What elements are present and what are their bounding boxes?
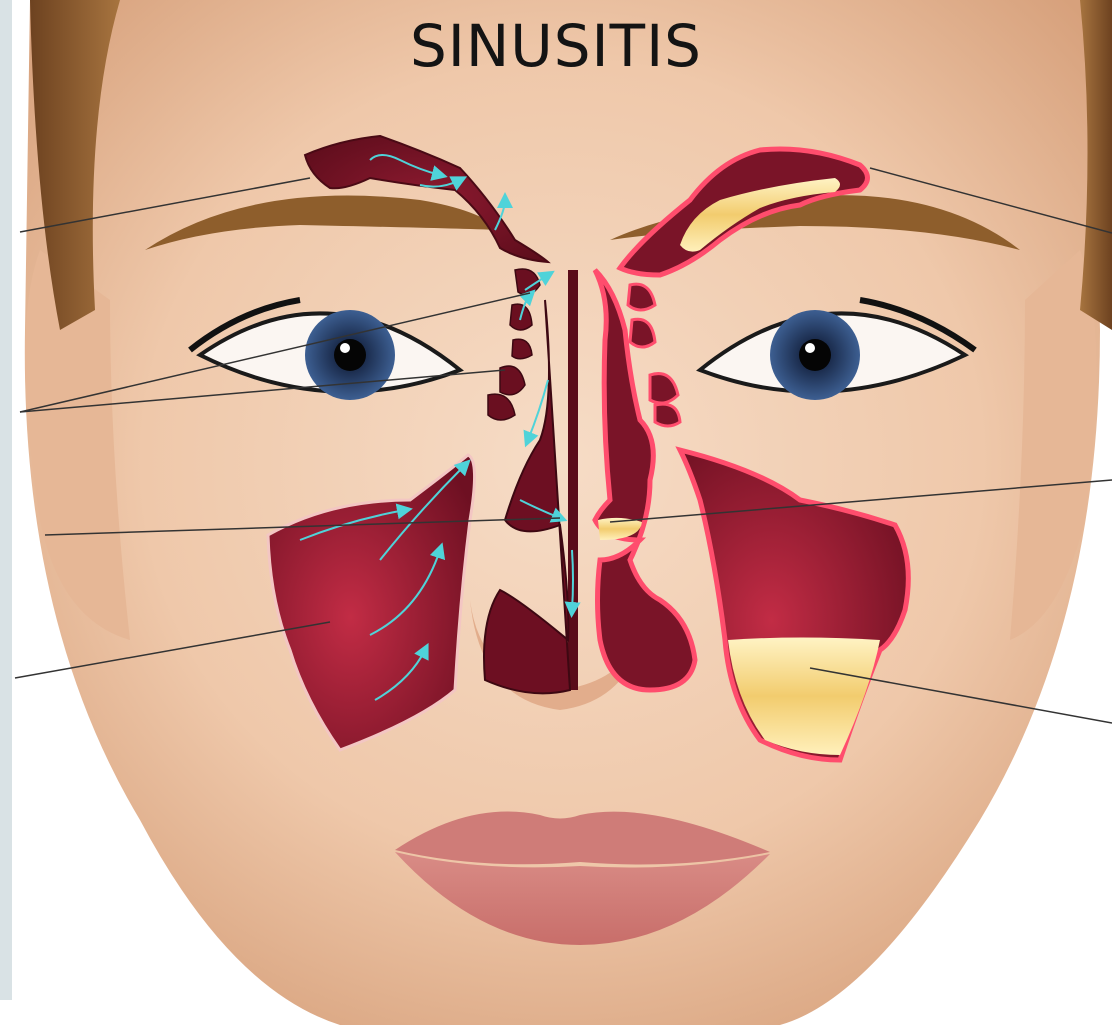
airflow-arrow-icon bbox=[572, 550, 573, 610]
background-strip bbox=[0, 0, 12, 1000]
nasal-septum bbox=[568, 270, 578, 690]
